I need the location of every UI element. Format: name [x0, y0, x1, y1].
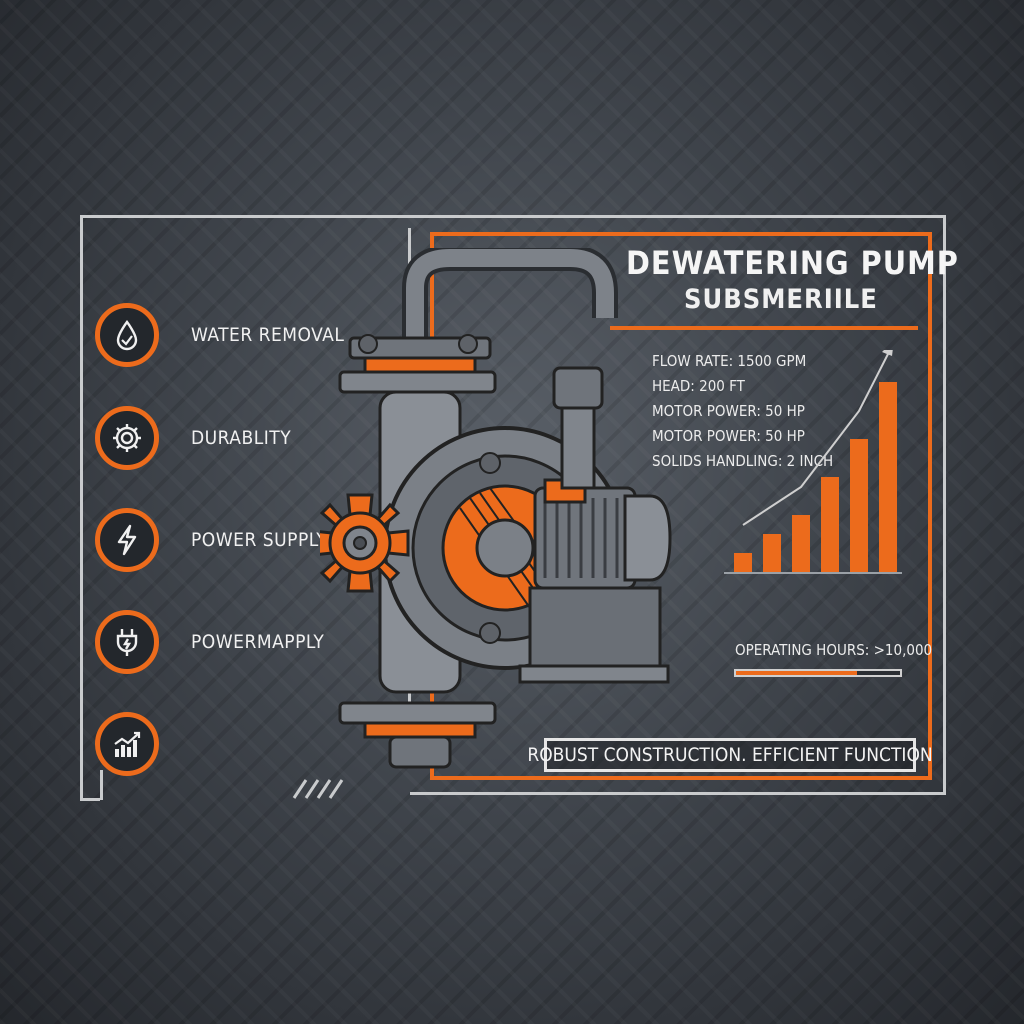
- chart-trend-line: [742, 353, 889, 526]
- chart-bar: [879, 382, 897, 572]
- feature-label: POWER SUPPLY: [191, 529, 328, 551]
- pump-illustration: [320, 248, 672, 769]
- feature-label: POWERMAPPLY: [191, 631, 325, 653]
- water-drop-icon: [95, 303, 159, 367]
- growth-chart-icon: [95, 712, 159, 776]
- hatch-decoration: [292, 779, 344, 799]
- outer-frame-step: [100, 770, 103, 800]
- spec-motor-power: MOTOR POWER: 50 HP: [652, 402, 805, 420]
- outer-frame-step-bottom: [80, 798, 100, 801]
- feature-item-power-supply: POWER SUPPLY: [95, 508, 327, 572]
- outer-frame-top: [408, 215, 946, 218]
- operating-hours-bar: [734, 669, 902, 677]
- chart-bar: [821, 477, 839, 572]
- operating-hours-label: OPERATING HOURS: >10,000: [735, 641, 933, 659]
- chart-bar: [734, 553, 752, 572]
- outer-frame-bottom: [410, 792, 946, 795]
- chart-bar: [763, 534, 781, 572]
- tagline-text: ROBUST CONSTRUCTION. EFFICIENT FUNCTION: [527, 744, 933, 766]
- lightning-bolt-icon: [95, 508, 159, 572]
- chart-bar: [792, 515, 810, 572]
- page-title: DEWATERING PUMP: [626, 244, 959, 282]
- feature-item-powermapply: POWERMAPPLY: [95, 610, 324, 674]
- page-subtitle: SUBSMERIILE: [684, 284, 878, 315]
- gear-icon: [95, 406, 159, 470]
- spec-motor-power-2: MOTOR POWER: 50 HP: [652, 427, 805, 445]
- feature-label: DURABLITY: [191, 427, 292, 449]
- feature-label: WATER REMOVAL: [191, 324, 345, 346]
- spec-head: HEAD: 200 FT: [652, 377, 745, 395]
- power-plug-icon: [95, 610, 159, 674]
- chart-trend-arrowhead: [882, 350, 893, 356]
- operating-hours-fill: [736, 671, 858, 675]
- outer-frame-right: [943, 215, 946, 795]
- feature-item-growth: [95, 712, 191, 776]
- spec-flow-rate: FLOW RATE: 1500 GPM: [652, 352, 807, 370]
- tagline-box: ROBUST CONSTRUCTION. EFFICIENT FUNCTION: [527, 738, 933, 772]
- spec-solids-handling: SOLIDS HANDLING: 2 INCH: [652, 452, 834, 470]
- title-underline: [610, 326, 918, 330]
- performance-bar-chart: [724, 350, 902, 574]
- feature-item-water-removal: WATER REMOVAL: [95, 303, 344, 367]
- feature-item-durability: DURABLITY: [95, 406, 291, 470]
- outer-frame: [80, 215, 410, 800]
- chart-bar: [850, 439, 868, 572]
